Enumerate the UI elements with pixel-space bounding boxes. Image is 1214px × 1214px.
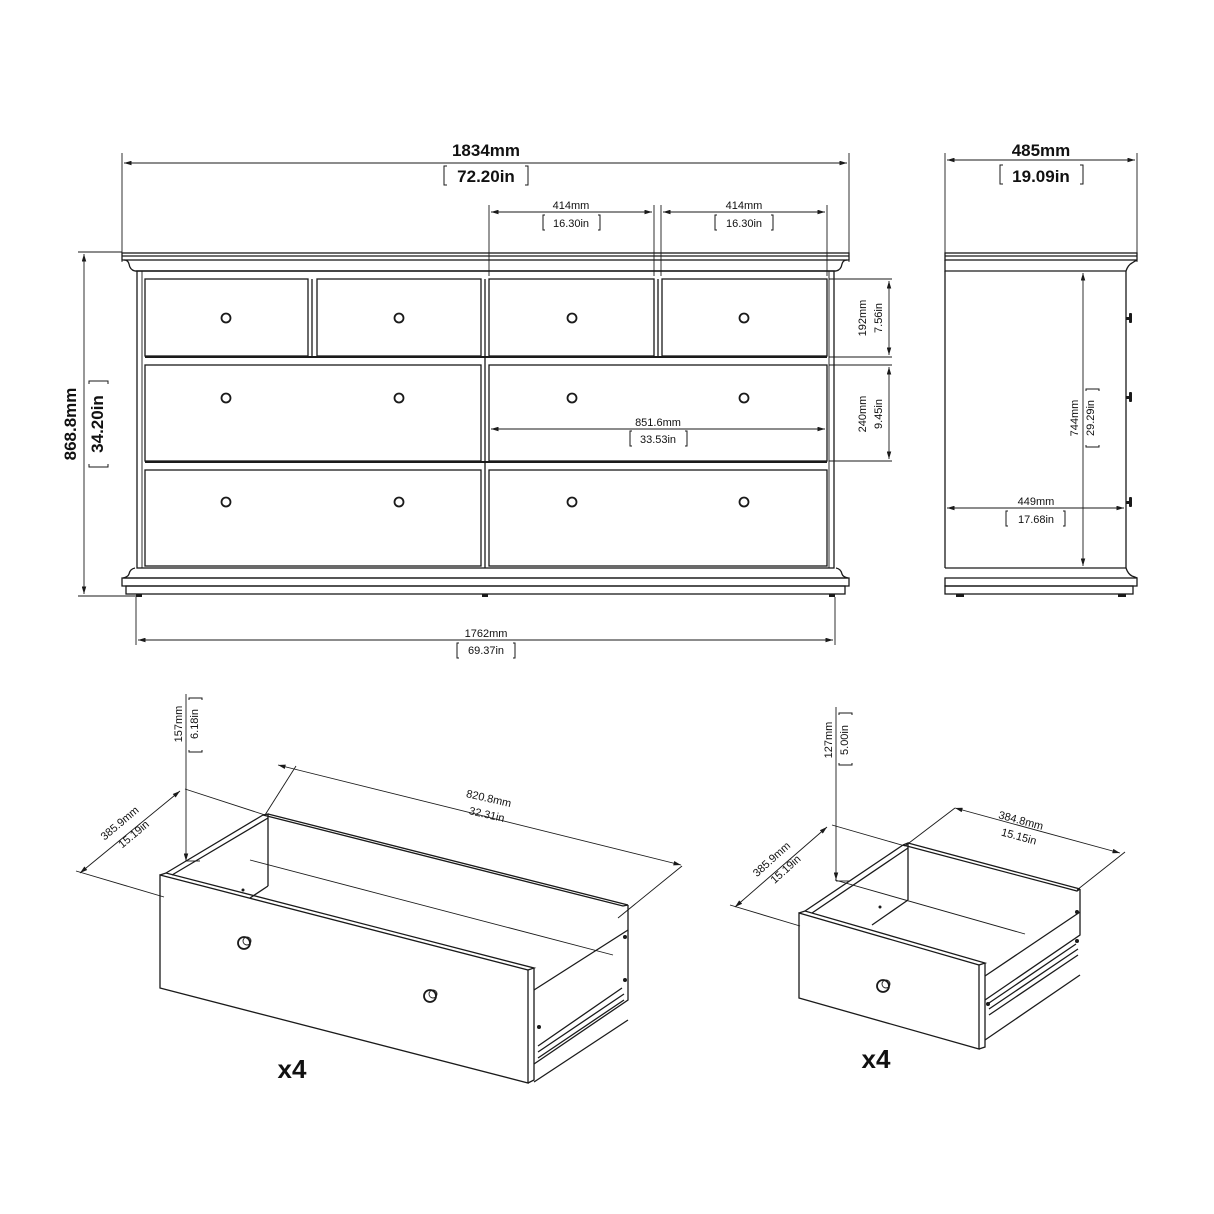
large-drawer-view: 157mm 6.18in 385.9mm 15.19in 820.8mm 32.… [75, 694, 683, 1084]
body-depth-in: 17.68in [1018, 514, 1054, 526]
drawer-width-1-in: 16.30in [553, 218, 589, 230]
large-drawer-width-label-in: 32.31in [468, 805, 506, 825]
overall-width-in: 72.20in [457, 167, 515, 186]
large-drawer-height-label-in: 6.18in [189, 709, 201, 739]
overall-depth-mm: 485mm [1012, 141, 1071, 160]
large-drawer-quantity: x4 [278, 1054, 307, 1084]
base-width-mm: 1762mm [465, 628, 508, 640]
drawer-width-2-mm: 414mm [726, 200, 763, 212]
body-height-mm: 744mm [1069, 400, 1081, 437]
body-depth-mm: 449mm [1018, 496, 1055, 508]
side-view: 485mm 19.09in 744mm 29.29in 449mm 17.68i… [944, 141, 1138, 597]
small-drawer-view: 127mm 5.00in 385.9mm 15.19in 384.8mm 15.… [729, 707, 1126, 1074]
large-drawer-width-mm: 851.6mm [635, 417, 681, 429]
small-drawer-height-label-mm: 127mm [823, 722, 835, 759]
large-drawer-width-in: 33.53in [640, 434, 676, 446]
large-drawer-height-in: 9.45in [873, 399, 885, 429]
overall-height-mm: 868.8mm [61, 388, 80, 461]
small-drawer-height-label-in: 5.00in [839, 725, 851, 755]
front-view: 1834mm 72.20in 414mm 16.30in 414mm 16.30… [61, 141, 892, 659]
overall-depth-in: 19.09in [1012, 167, 1070, 186]
large-drawer-height-mm: 240mm [857, 396, 869, 433]
base-width-in: 69.37in [468, 645, 504, 657]
body-height-in: 29.29in [1085, 400, 1097, 436]
small-drawer-height-in: 7.56in [873, 303, 885, 333]
drawer-width-1-mm: 414mm [553, 200, 590, 212]
small-drawer-quantity: x4 [862, 1044, 891, 1074]
overall-height-in: 34.20in [88, 395, 107, 453]
overall-width-mm: 1834mm [452, 141, 520, 160]
small-drawer-height-mm: 192mm [857, 300, 869, 337]
drawer-width-2-in: 16.30in [726, 218, 762, 230]
large-drawer-height-label-mm: 157mm [173, 706, 185, 743]
